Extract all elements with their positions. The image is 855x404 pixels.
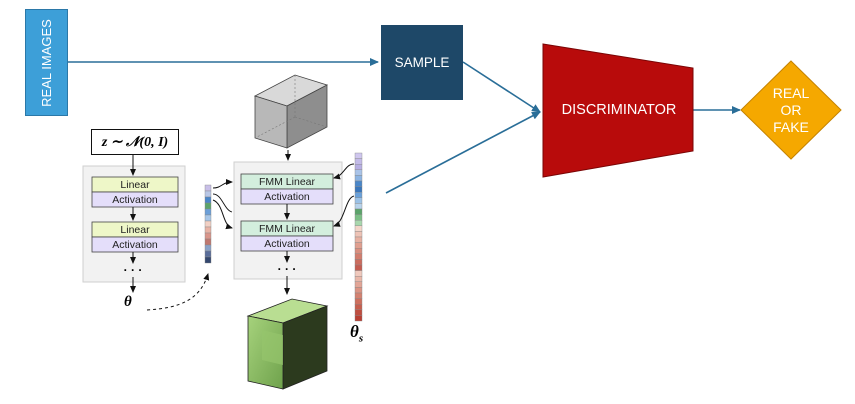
theta-label: θ bbox=[124, 294, 132, 310]
hypernet-activation-2 bbox=[91, 236, 179, 253]
real-or-fake-diamond bbox=[740, 60, 842, 160]
theta-s-vector bbox=[354, 152, 363, 322]
theta-s-label: θs bbox=[350, 322, 364, 345]
latent-equation: z ∼ 𝒩(0, I) bbox=[91, 129, 179, 155]
arrow-sample-to-discriminator bbox=[462, 61, 541, 113]
generator-activation-2-label: Activation bbox=[264, 237, 310, 250]
real-or-fake-label: REAL OR FAKE bbox=[772, 84, 810, 135]
generator-ellipsis: · · · bbox=[277, 262, 297, 276]
sample-label: SAMPLE bbox=[394, 55, 450, 70]
hypernet-linear-1-label: Linear bbox=[120, 178, 150, 191]
theta-dashed-arrow bbox=[146, 273, 210, 311]
generator-fmm-linear-1-label: FMM Linear bbox=[258, 175, 315, 188]
real-images-label: REAL IMAGES bbox=[38, 18, 54, 107]
hypernet-activation-2-label: Activation bbox=[112, 238, 158, 251]
discriminator-label: DISCRIMINATOR bbox=[561, 102, 677, 118]
hypernet-activation-1 bbox=[91, 191, 179, 208]
real-images-block: REAL IMAGES bbox=[25, 9, 68, 116]
output-cube-icon bbox=[246, 298, 329, 390]
input-cube-icon bbox=[253, 74, 329, 149]
arrow-generator-to-discriminator bbox=[385, 111, 541, 194]
hypernet-activation-1-label: Activation bbox=[112, 193, 158, 206]
hypernet-linear-2-label: Linear bbox=[120, 223, 150, 236]
sample-block: SAMPLE bbox=[381, 25, 463, 100]
theta-vector bbox=[204, 184, 212, 264]
hypernet-ellipsis: · · · bbox=[123, 263, 143, 277]
discriminator-block bbox=[542, 43, 694, 178]
generator-fmm-linear-2-label: FMM Linear bbox=[258, 222, 315, 235]
generator-activation-1-label: Activation bbox=[264, 190, 310, 203]
